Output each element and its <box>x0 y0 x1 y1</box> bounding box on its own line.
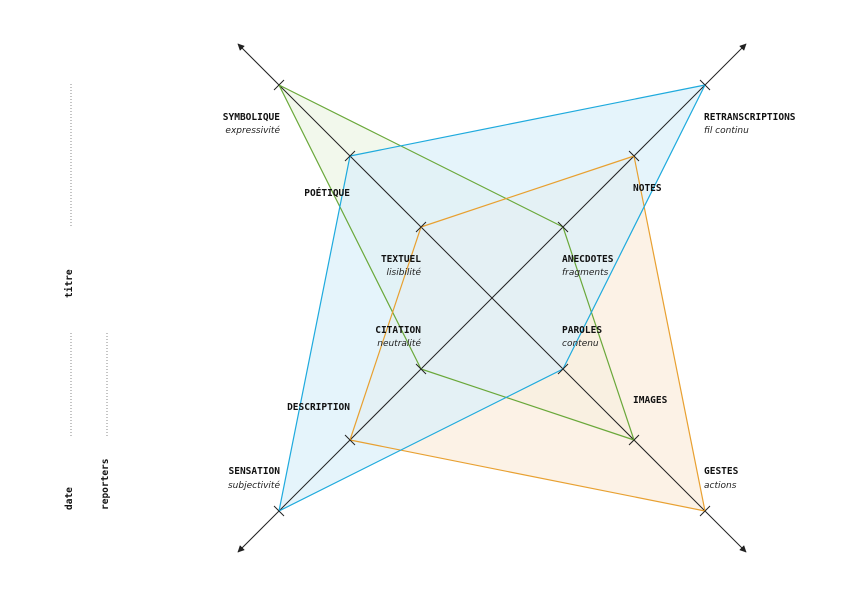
label-fil-continu: fil continu <box>704 126 749 136</box>
label-fragments: fragments <box>562 268 609 278</box>
tick-bottom-right-1 <box>557 363 569 375</box>
label-sensation: SENSATION <box>229 466 281 477</box>
titre-label: titre <box>64 269 75 298</box>
labels-top-right: RETRANSCRIPTIONS fil continu NOTES ANECD… <box>562 112 796 278</box>
label-expressivite: expressivité <box>225 125 280 136</box>
tick-bottom-left-3 <box>273 505 285 517</box>
tick-bottom-right-3 <box>699 505 711 517</box>
label-poetique: POÉTIQUE <box>304 187 350 199</box>
label-retranscriptions: RETRANSCRIPTIONS <box>704 112 796 123</box>
date-label: date <box>64 487 75 510</box>
label-contenu: contenu <box>562 339 599 349</box>
labels-bottom-right: PAROLES contenu IMAGES GESTES actions <box>562 325 739 491</box>
tick-top-left-3 <box>273 79 285 91</box>
tick-top-right-3 <box>699 79 711 91</box>
tick-top-left-2 <box>344 150 356 162</box>
reporters-label: reporters <box>100 459 111 510</box>
label-citation: CITATION <box>375 325 421 336</box>
tick-bottom-left-2 <box>344 434 356 446</box>
tick-top-right-1 <box>557 221 569 233</box>
labels-top-left: SYMBOLIQUE expressivité POÉTIQUE TEXTUEL… <box>223 112 422 278</box>
label-subjectivite: subjectivité <box>228 480 280 491</box>
tick-bottom-right-2 <box>628 434 640 446</box>
label-notes: NOTES <box>633 183 662 194</box>
label-textuel: TEXTUEL <box>381 254 421 265</box>
axis-diagonal-down-2 <box>491 297 747 553</box>
label-anecdotes: ANECDOTES <box>562 254 614 265</box>
label-lisibilite: lisibilité <box>387 267 422 278</box>
label-images: IMAGES <box>633 395 668 406</box>
axes <box>237 43 747 553</box>
sidebar-fields: titre date reporters <box>64 84 111 510</box>
tick-top-left-1 <box>415 221 427 233</box>
tick-bottom-left-1 <box>415 363 427 375</box>
label-actions: actions <box>704 481 737 491</box>
axis-ticks <box>273 79 711 517</box>
label-description: DESCRIPTION <box>287 402 350 413</box>
labels-bottom-left: CITATION neutralité DESCRIPTION SENSATIO… <box>228 325 421 491</box>
label-paroles: PAROLES <box>562 325 602 336</box>
label-neutralite: neutralité <box>377 338 421 349</box>
label-symbolique: SYMBOLIQUE <box>223 112 280 123</box>
tick-top-right-2 <box>628 150 640 162</box>
label-gestes: GESTES <box>704 466 739 477</box>
